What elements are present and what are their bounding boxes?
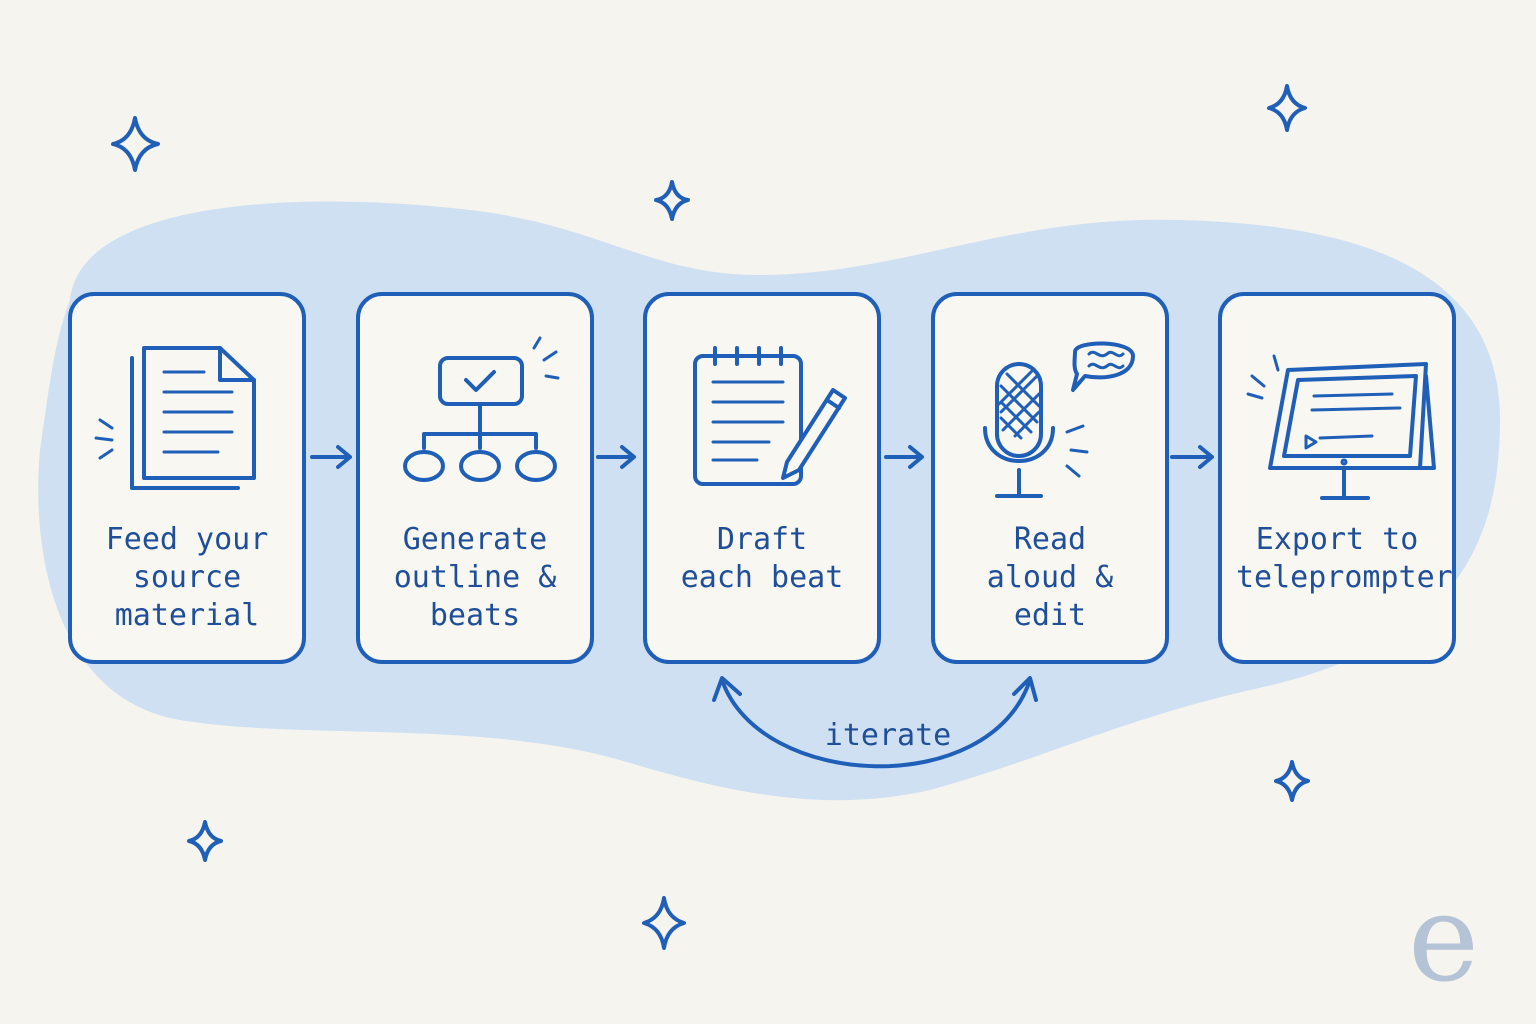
step-card-export-teleprompter: Export to teleprompter	[1218, 292, 1456, 664]
step-label: Feed your source material	[105, 522, 269, 633]
arrow-connector	[1170, 445, 1214, 469]
notepad-pen-icon	[693, 346, 847, 486]
iterate-loop-arrow	[712, 676, 1038, 769]
step-card-feed-source: Feed your source material	[68, 292, 306, 664]
flowchart-outline-icon	[403, 336, 560, 482]
step-label: Read aloud & edit	[986, 522, 1114, 633]
iterate-label: iterate	[824, 718, 952, 753]
sparkle-icon	[654, 180, 690, 221]
tablet-teleprompter-icon	[1246, 354, 1436, 500]
step-label: Export to teleprompter	[1236, 522, 1453, 595]
document-stack-icon	[94, 346, 256, 490]
arrow-connector	[884, 445, 924, 469]
brand-logo: e	[1408, 870, 1480, 1009]
arrow-connector	[596, 445, 636, 469]
step-card-read-aloud: Read aloud & edit	[931, 292, 1169, 664]
sparkle-icon	[1274, 760, 1310, 802]
step-card-generate-outline: Generate outline & beats	[356, 292, 594, 664]
step-label: Draft each beat	[680, 522, 844, 595]
sparkle-icon	[1267, 84, 1307, 132]
step-label: Generate outline & beats	[393, 522, 557, 633]
sparkle-icon	[642, 896, 686, 950]
sparkle-icon	[111, 116, 160, 172]
sparkle-icon	[187, 820, 223, 862]
step-card-draft-beats: Draft each beat	[643, 292, 881, 664]
microphone-speech-icon	[983, 341, 1135, 498]
arrow-connector	[310, 445, 352, 469]
